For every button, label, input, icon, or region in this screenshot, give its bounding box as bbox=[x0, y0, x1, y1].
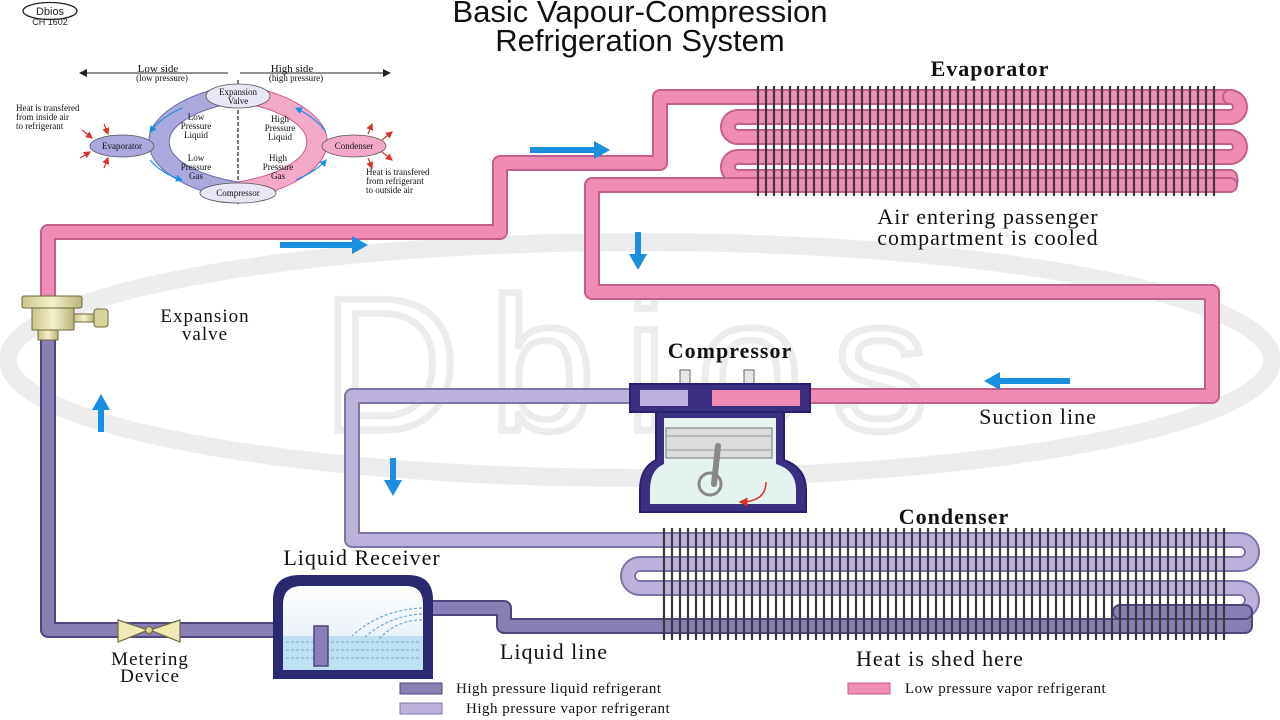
legend: High pressure liquid refrigerant Low pre… bbox=[399, 681, 1106, 717]
label-condenser: Condenser bbox=[899, 504, 1009, 529]
legend-swatch-low-vapor bbox=[847, 682, 891, 695]
liquid-receiver bbox=[273, 575, 433, 679]
inset-hpl-3: Liquid bbox=[268, 132, 292, 142]
cycle-inset: Low side (low pressure) High side (high … bbox=[16, 63, 430, 205]
inset-compressor: Compressor bbox=[216, 188, 260, 198]
title-line-2: Refrigeration System bbox=[495, 23, 784, 58]
inset-heat-out-1: Heat is transfered bbox=[366, 167, 430, 177]
condenser-fins bbox=[662, 528, 1226, 640]
expansion-valve bbox=[21, 295, 109, 341]
inset-high-side: High side bbox=[271, 63, 314, 75]
inset-lpg-2: Pressure bbox=[181, 162, 212, 172]
inset-lpg-3: Gas bbox=[189, 171, 203, 181]
inset-lpl-2: Pressure bbox=[181, 121, 212, 131]
inset-low-side: Low side bbox=[138, 63, 179, 75]
logo: Dbios CH 1602 bbox=[22, 1, 78, 27]
inset-expansion-valve-2: Valve bbox=[228, 96, 249, 106]
flow-arrow-icon bbox=[280, 236, 368, 254]
inset-lpg-1: Low bbox=[188, 153, 205, 163]
legend-label-high-liquid: High pressure liquid refrigerant bbox=[456, 681, 662, 697]
inset-lpl-3: Liquid bbox=[184, 130, 208, 140]
inset-heat-in-3: to refrigerant bbox=[16, 121, 64, 131]
label-air-entering-1: Air entering passenger bbox=[877, 204, 1098, 229]
inset-low-side-sub: (low pressure) bbox=[136, 73, 188, 83]
high-vapor-pipes bbox=[344, 388, 1260, 620]
label-evaporator: Evaporator bbox=[931, 56, 1050, 81]
inset-heat-out-2: from refrigerant bbox=[366, 176, 424, 186]
label-metering-device-1: Metering bbox=[111, 649, 189, 670]
inset-heat-in-2: from inside air bbox=[16, 112, 69, 122]
inset-hpl-2: Pressure bbox=[265, 123, 296, 133]
watermark: Dbios bbox=[0, 233, 1280, 487]
flow-arrows bbox=[92, 141, 1070, 496]
label-compressor: Compressor bbox=[668, 338, 792, 363]
inset-condenser: Condenser bbox=[335, 141, 374, 151]
inset-evaporator: Evaporator bbox=[102, 141, 142, 151]
flow-arrow-icon bbox=[629, 232, 647, 270]
label-liquid-receiver: Liquid Receiver bbox=[283, 545, 440, 570]
inset-hpg-3: Gas bbox=[271, 171, 285, 181]
label-air-entering-2: compartment is cooled bbox=[877, 225, 1098, 250]
inset-hpl-1: High bbox=[271, 114, 290, 124]
label-metering-device-2: Device bbox=[120, 666, 180, 687]
label-expansion-valve-2: valve bbox=[182, 324, 228, 345]
legend-swatch-high-liquid bbox=[399, 682, 443, 695]
logo-code: CH 1602 bbox=[32, 17, 68, 27]
metering-device bbox=[117, 619, 181, 643]
inset-lpl-1: Low bbox=[188, 112, 205, 122]
flow-arrow-icon bbox=[92, 394, 110, 432]
label-suction-line: Suction line bbox=[979, 404, 1097, 429]
low-pressure-pipes bbox=[40, 89, 1248, 404]
logo-name: Dbios bbox=[36, 6, 65, 18]
legend-swatch-high-vapor bbox=[399, 702, 443, 715]
inset-heat-out-3: to outside air bbox=[366, 185, 413, 195]
legend-label-high-vapor: High pressure vapor refrigerant bbox=[466, 701, 671, 717]
inset-high-side-sub: (high pressure) bbox=[269, 73, 323, 83]
flow-arrow-icon bbox=[530, 141, 610, 159]
flow-arrow-icon bbox=[384, 458, 402, 496]
inset-hpg-2: Pressure bbox=[263, 162, 294, 172]
legend-label-low-vapor: Low pressure vapor refrigerant bbox=[905, 681, 1106, 697]
compressor bbox=[629, 369, 811, 513]
inset-hpg-1: High bbox=[269, 153, 288, 163]
label-expansion-valve-1: Expansion bbox=[160, 306, 249, 327]
inset-expansion-valve-1: Expansion bbox=[219, 87, 257, 97]
inset-heat-in-1: Heat is transfered bbox=[16, 103, 80, 113]
label-liquid-line: Liquid line bbox=[500, 639, 608, 664]
flow-arrow-icon bbox=[984, 372, 1070, 390]
title-line-1: Basic Vapour-Compression bbox=[452, 0, 827, 29]
evaporator-fins bbox=[756, 86, 1216, 196]
label-heat-shed: Heat is shed here bbox=[856, 646, 1024, 671]
